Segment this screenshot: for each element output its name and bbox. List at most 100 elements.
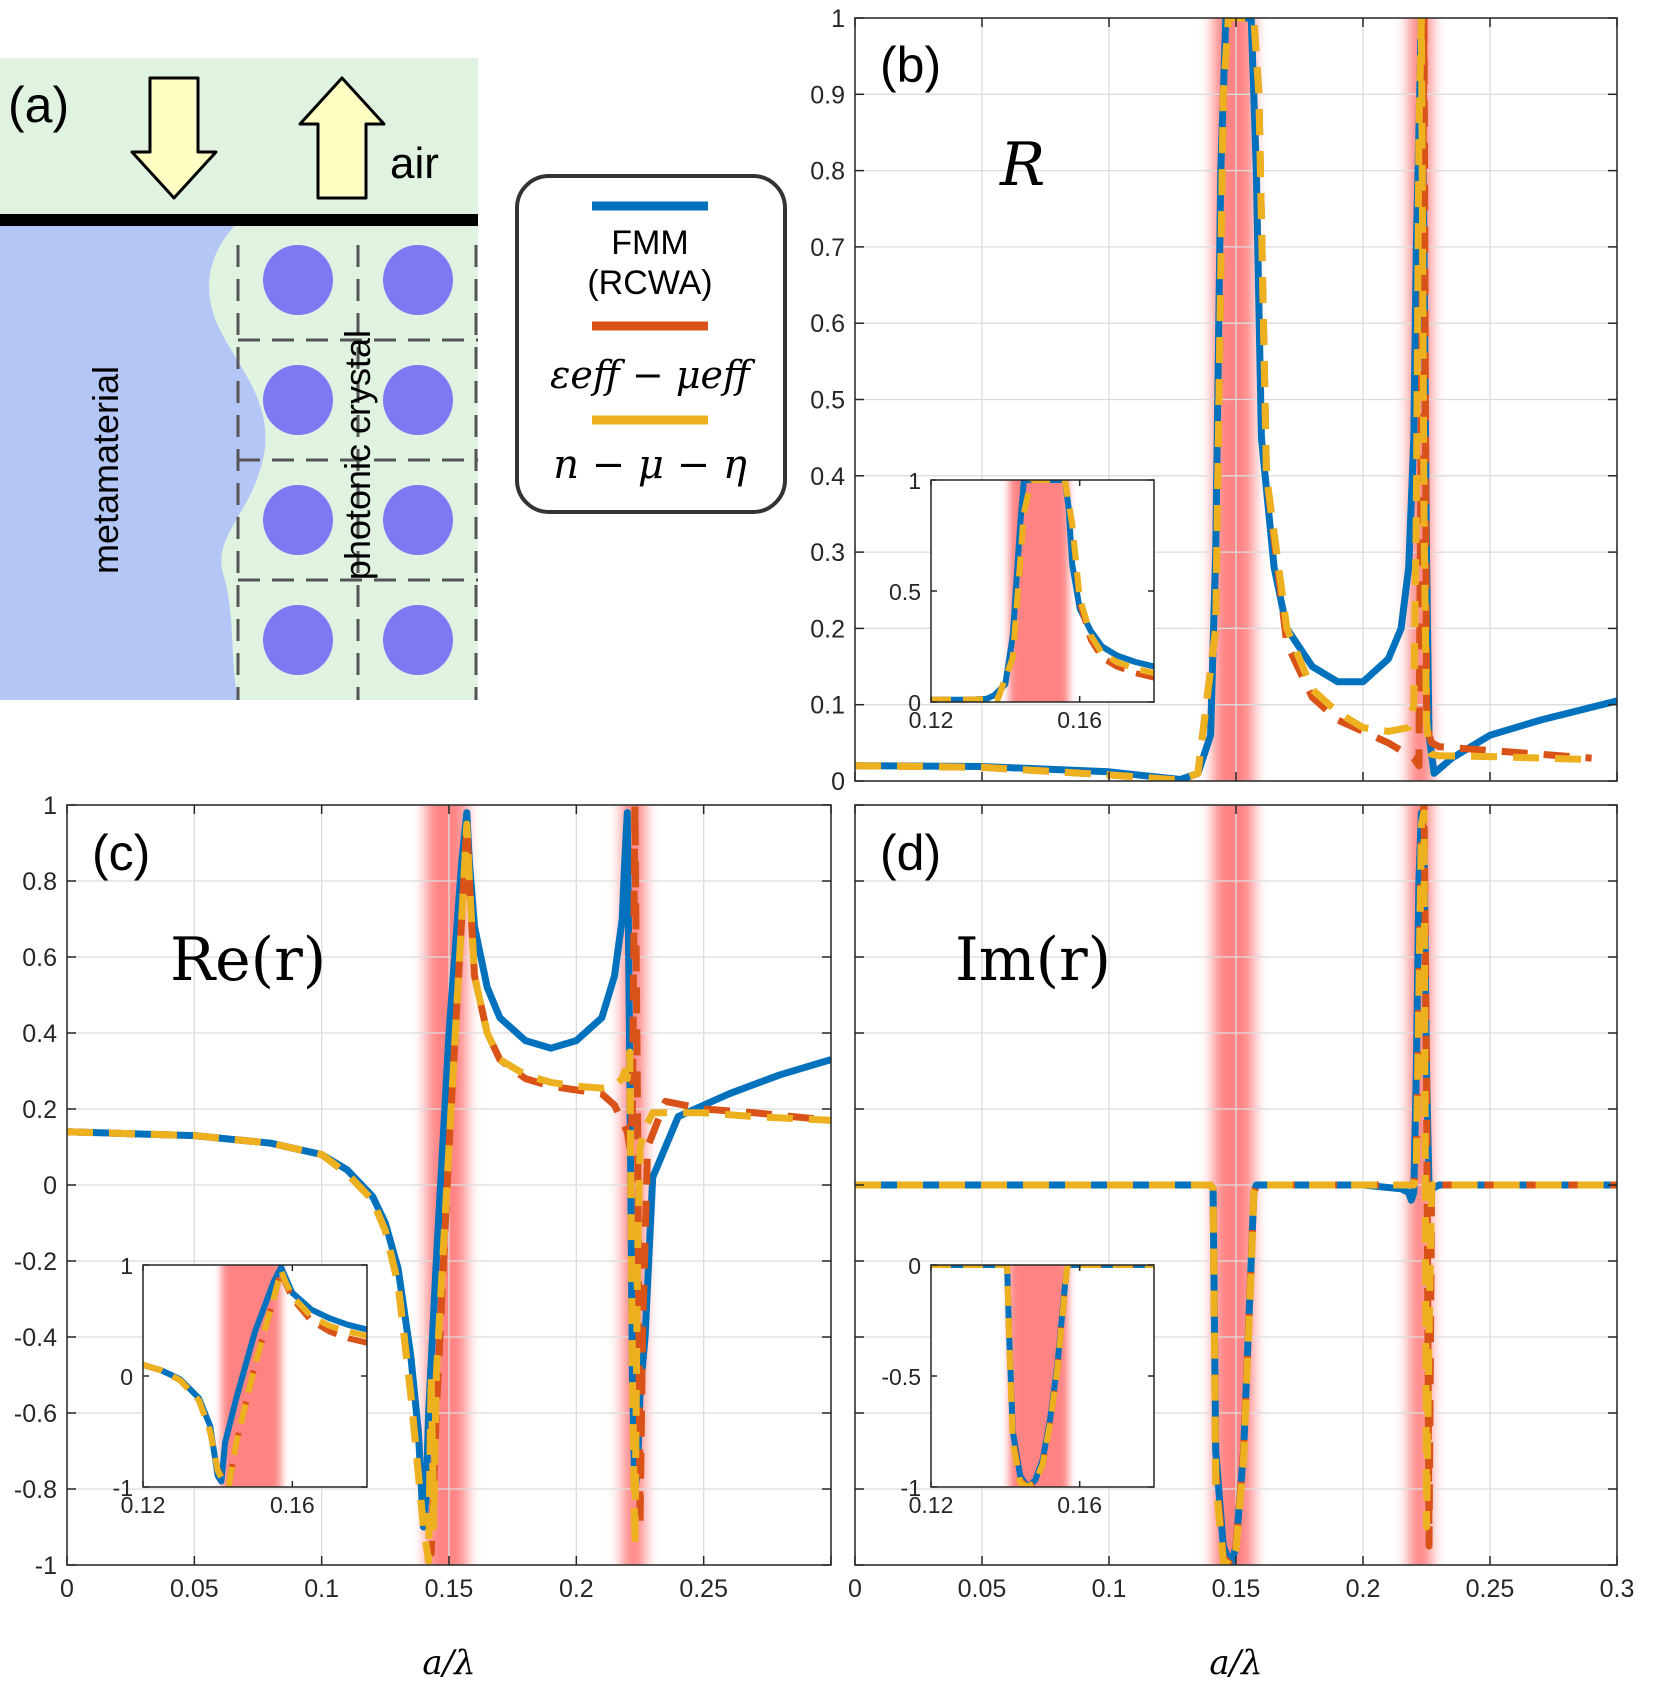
panel-c-xtick-label: 0.1 [304,1575,339,1603]
panel-b-ytick-label: 1 [831,5,845,33]
panel-c-inset-xtick-label: 0.12 [121,1492,166,1518]
panel-c-xlabel: a/λ [422,1643,475,1683]
panel-b-ytick-label: 0.4 [810,463,845,491]
panel-b-ytick-label: 0.8 [810,158,845,186]
panel-b-inset-ytick-label: 0 [908,690,921,716]
panel-b-ytick-label: 0.7 [810,234,845,262]
panel-b-inset-series [931,480,1154,702]
panel-d-inset-series [931,1265,1154,1487]
panel-c-xtick-label: 0.25 [679,1575,728,1603]
panel-d-inset-series-n-mu-eta [931,1265,1154,1487]
panel-d-label: (d) [880,825,941,881]
panel-c-inset-ytick-label: -1 [113,1475,133,1501]
panel-b-inset-ytick-label: 1 [908,468,921,494]
legend-box [515,174,787,514]
photonic-crystal-rods [263,245,453,675]
panel-d-inset-ytick-label: -0.5 [881,1364,921,1390]
panel-d-inset-ytick-label: -1 [901,1475,921,1501]
panel-c-series [67,805,831,1565]
panel-c-inset-series-fmm [143,1265,367,1485]
panel-b-quantity-label: R [999,130,1045,200]
panel-c-inset: 0.12 0.16 -1 0 1 [113,1253,368,1518]
legend: FMM (RCWA) εeff − μeff n − μ − η [515,174,787,514]
panel-b-ytick-label: 0.3 [810,539,845,567]
panel-c-xtick-label: 0 [60,1575,74,1603]
panel-d-inset-xtick-label: 0.16 [1057,1492,1102,1518]
panel-d-xtick-label: 0.15 [1212,1575,1261,1603]
panel-c-inset-series-eps-mu [143,1267,367,1487]
panel-d-series [855,805,1617,1565]
panel-d-quantity-label: Im(r) [955,925,1111,995]
legend-label-eps-mu: εeff − μeff [550,353,756,397]
unit-cell-grid [236,245,478,700]
panel-b-ytick-label: 0.2 [810,615,845,643]
panel-c-ytick-label: -0.8 [14,1476,57,1504]
panel-c-xtick-label: 0.15 [425,1575,474,1603]
panel-b-series [855,18,1617,781]
reflected-arrow-icon [298,76,386,200]
legend-label-fmm-sub: (RCWA) [587,264,712,302]
panel-c-inset-xtick-label: 0.16 [270,1492,315,1518]
panel-b-inset-ytick-label: 0.5 [889,579,921,605]
panel-c-ytick-label: 0.2 [22,1096,57,1124]
panel-c-inset-ticks: 0.12 0.16 -1 0 1 [113,1253,367,1518]
panel-c-ytick-label: 0.4 [22,1020,57,1048]
panel-d-inset-ticks: 0.12 0.16 -1 -0.5 0 [881,1253,1154,1518]
air-label: air [390,139,439,188]
panel-c-ytick-label: 1 [43,792,57,820]
panel-c-ytick-label: -0.2 [14,1248,57,1276]
panel-a-label: (a) [8,77,69,133]
panel-c-ytick-label: 0.6 [22,944,57,972]
panel-b-inset-ticks: 0.12 0.16 0 0.5 1 [889,468,1154,733]
panel-d-xtick-label: 0 [848,1575,862,1603]
panel-c-ytick-label: -1 [35,1552,57,1580]
incident-arrow-icon [130,76,218,200]
panel-c-inset-ytick-label: 1 [120,1253,133,1279]
panel-c-ytick-label: 0 [43,1172,57,1200]
schematic-panel-a: (a) air metamaterial photonic crystal [0,58,478,700]
panel-c-quantity-label: Re(r) [170,925,326,995]
panel-b-series-n-mu-eta [855,18,1592,781]
panel-d-inset: 0.12 0.16 -1 -0.5 0 [881,1253,1155,1518]
panel-b-ytick-label: 0 [831,768,845,796]
panel-b-ytick-label: 0.6 [810,310,845,338]
metamaterial-region [0,220,266,700]
panel-d-xtick-label: 0.3 [1600,1575,1635,1603]
panel-b-inset-xtick-label: 0.12 [909,707,954,733]
panel-b-inset-series-fmm [931,480,1154,702]
metamaterial-label: metamaterial [85,366,126,574]
panel-d-xtick-label: 0.1 [1092,1575,1127,1603]
panel-d-ticks: 0 0.05 0.1 0.15 0.2 0.25 0.3 [848,804,1635,1603]
panel-c-ytick-label: 0.8 [22,868,57,896]
panel-c-series-n-mu-eta [67,820,831,1565]
panel-b-inset-series-n-mu-eta [931,480,1154,702]
panel-c-ytick-label: -0.6 [14,1400,57,1428]
panel-d-series-n-mu-eta [855,809,1617,1565]
photonic-crystal-label: photonic crystal [337,330,378,580]
panel-b-inset-xtick-label: 0.16 [1057,707,1102,733]
panel-d-xtick-label: 0.2 [1346,1575,1381,1603]
panel-b-label: (b) [880,37,941,93]
panel-b-ytick-label: 0.9 [810,81,845,109]
panel-c-label: (c) [92,825,150,881]
panel-b-ytick-label: 0.1 [810,692,845,720]
panel-b-ytick-label: 0.5 [810,387,845,415]
legend-label-fmm: FMM [611,224,688,262]
panel-c-inset-series [143,1265,367,1487]
panel-d-xtick-label: 0.25 [1466,1575,1515,1603]
panel-c-inset-ytick-label: 0 [120,1364,133,1390]
panel-d-xtick-label: 0.05 [958,1575,1007,1603]
panel-b-ticks: 0 0.1 0.2 0.3 0.4 0.5 0.6 0.7 0.8 0.9 1 [810,5,1618,796]
chart-panel-d: 0 0.05 0.1 0.15 0.2 0.25 0.3 0.12 0.16 -1 -0.5 0 (d)… [848,804,1635,1683]
panel-d-inset-ytick-label: 0 [908,1253,921,1279]
panel-d-xlabel: a/λ [1209,1643,1262,1683]
panel-c-xtick-label: 0.2 [559,1575,594,1603]
panel-c-xtick-label: 0.05 [170,1575,219,1603]
panel-d-inset-xtick-label: 0.12 [909,1492,954,1518]
air-region [0,58,478,220]
legend-label-n-mu-eta: n − μ − η [553,442,747,488]
